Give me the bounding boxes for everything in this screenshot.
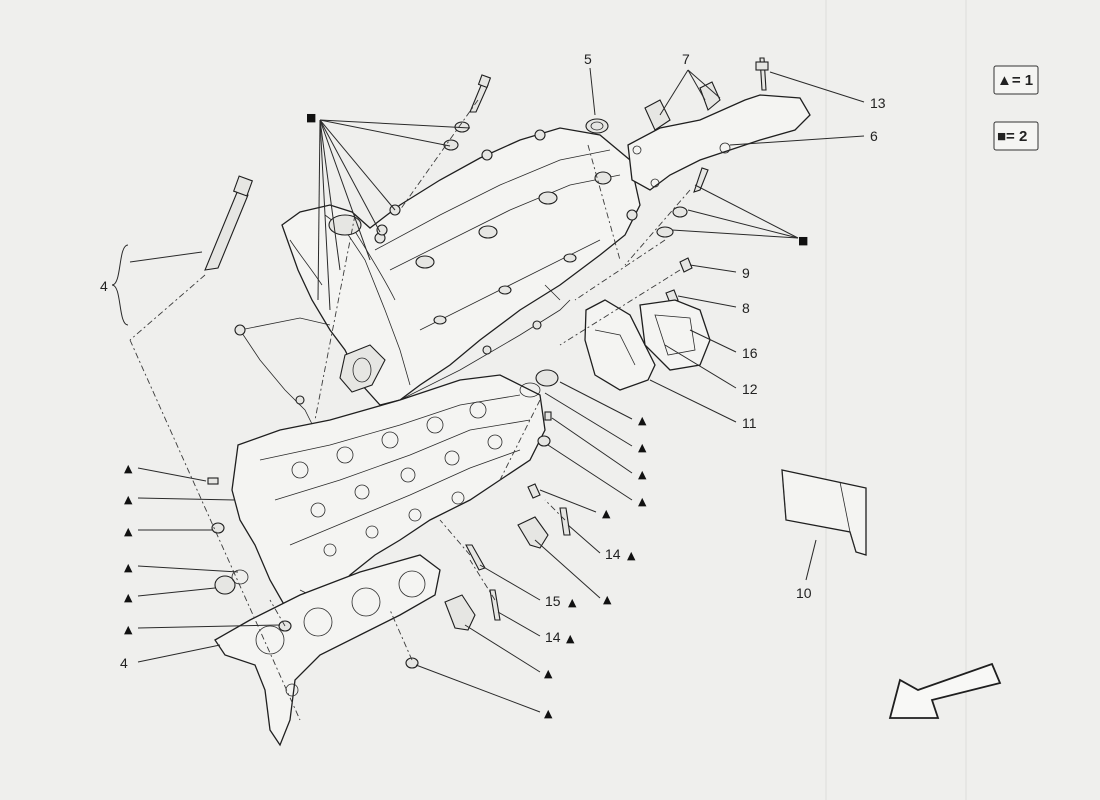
callout-11: 11 xyxy=(742,415,757,431)
triangle-symbol: ▲ xyxy=(544,707,553,720)
legend: ▲= 1 ■= 2 xyxy=(993,65,1039,151)
callout-14-lower: 14 xyxy=(545,629,561,645)
callout-labels: 4 5 7 13 6 9 8 16 12 11 10 14 15 14 4 xyxy=(100,51,886,671)
callout-7: 7 xyxy=(682,51,690,67)
triangle-symbol: ▲ xyxy=(627,549,636,562)
triangle-symbol: ▲ xyxy=(638,468,647,481)
triangle-symbol: ▲ xyxy=(124,493,133,506)
callout-16: 16 xyxy=(742,345,758,361)
triangle-symbol: ▲ xyxy=(638,495,647,508)
right-side-components xyxy=(519,57,811,398)
legend-square-text: ■= 2 xyxy=(997,128,1027,145)
small-parts xyxy=(207,411,571,669)
triangle-symbol: ▲ xyxy=(124,525,133,538)
callout-10: 10 xyxy=(796,585,812,601)
callout-6: 6 xyxy=(870,128,878,144)
manual-booklet xyxy=(781,469,867,556)
triangle-symbol: ▲ xyxy=(603,593,612,606)
triangle-symbol: ▲ xyxy=(638,414,647,427)
triangle-symbol: ▲ xyxy=(124,462,133,475)
assembly-lines xyxy=(129,99,691,721)
triangle-symbol: ▲ xyxy=(124,623,133,636)
triangle-symbol: ▲ xyxy=(566,632,575,645)
callout-5: 5 xyxy=(584,51,592,67)
triangle-symbol: ▲ xyxy=(602,507,611,520)
triangle-symbol: ▲ xyxy=(568,596,577,609)
callout-13: 13 xyxy=(870,95,886,111)
legend-triangle-text: ▲= 1 xyxy=(997,72,1033,89)
callout-14-upper: 14 xyxy=(605,546,621,562)
callout-12: 12 xyxy=(742,381,758,397)
callout-15: 15 xyxy=(545,593,561,609)
triangle-symbol: ▲ xyxy=(124,591,133,604)
quantity-symbols: ■ ■ ▲ ▲ ▲ ▲ ▲ ▲ ▲ ▲ ▲ ▲ ▲ ▲ ▲ ▲ ▲ ▲ ▲ xyxy=(124,111,808,720)
callout-4-top: 4 xyxy=(100,278,108,294)
callout-9: 9 xyxy=(742,265,750,281)
legend-triangle-box xyxy=(993,65,1039,95)
leader-lines xyxy=(111,67,865,713)
square-symbol-top: ■ xyxy=(306,111,316,124)
direction-arrow-icon xyxy=(888,662,1002,719)
head-gasket xyxy=(214,554,441,747)
triangle-symbol: ▲ xyxy=(124,561,133,574)
legend-square-box xyxy=(993,121,1039,151)
triangle-symbol: ▲ xyxy=(638,441,647,454)
callout-4-bottom: 4 xyxy=(120,655,128,671)
square-symbol-right: ■ xyxy=(798,234,808,247)
triangle-symbol: ▲ xyxy=(544,667,553,680)
callout-8: 8 xyxy=(742,300,750,316)
cylinder-head-cover xyxy=(281,127,641,406)
